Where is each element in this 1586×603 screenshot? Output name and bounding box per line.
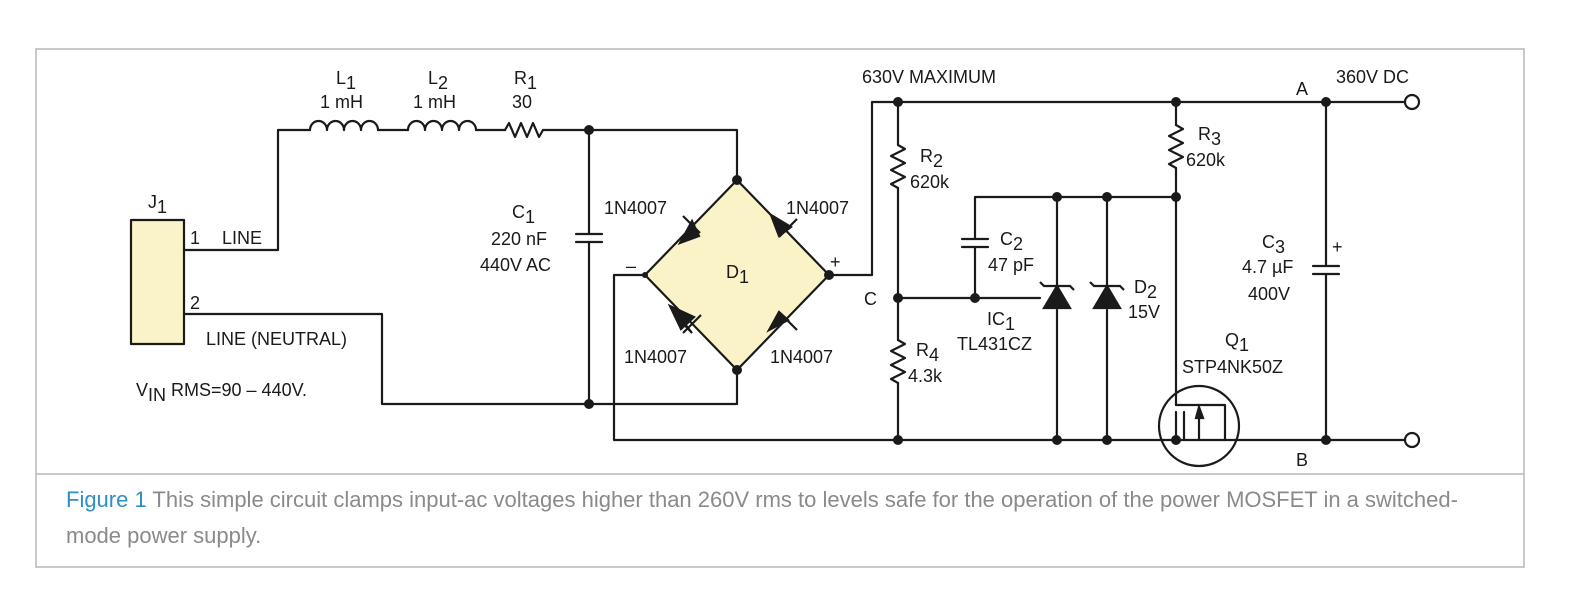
- c1-value: 220 nF: [491, 229, 547, 249]
- wire-bridge-top: [541, 128, 739, 182]
- connector-j1: [129, 218, 186, 346]
- line-neutral-label: LINE (NEUTRAL): [206, 329, 347, 349]
- vin-label: VIN RMS=90 – 440V.: [136, 380, 307, 405]
- wire-bridge-minus: [612, 273, 1414, 442]
- j1-label: J1: [148, 192, 167, 217]
- r1-value: 30: [512, 92, 532, 112]
- pin2-label: 2: [190, 293, 200, 313]
- circuit-schematic: J1 1 2 LINE LINE (NEUTRAL) VIN RMS=90 – …: [129, 67, 1421, 470]
- l1-value: 1 mH: [320, 92, 363, 112]
- ic1-label: IC1: [987, 309, 1015, 334]
- c1-rating: 440V AC: [480, 255, 551, 275]
- r2-value: 620k: [910, 172, 950, 192]
- diode-tr-label: 1N4007: [786, 198, 849, 218]
- l2-value: 1 mH: [413, 92, 456, 112]
- c2-value: 47 pF: [988, 255, 1034, 275]
- l2-label: L2: [428, 68, 448, 93]
- q1-label: Q1: [1225, 330, 1249, 355]
- c3-value: 4.7 µF: [1242, 257, 1293, 277]
- output-voltage-label: 360V DC: [1336, 67, 1409, 87]
- d1-label: D1: [726, 262, 749, 287]
- ic1-part: TL431CZ: [957, 334, 1032, 354]
- diode-br-label: 1N4007: [770, 347, 833, 367]
- wire-line: [182, 128, 312, 252]
- r4-label: R4: [916, 340, 939, 365]
- resistor-r1: [503, 121, 545, 139]
- resistor-r3: [1167, 123, 1185, 170]
- resistor-r2: [889, 143, 907, 190]
- caption-divider: [35, 473, 1525, 475]
- wire-bridge-plus: [827, 100, 1414, 277]
- r4-value: 4.3k: [908, 366, 943, 386]
- bridge-plus-label: +: [830, 252, 841, 272]
- mosfet-arrow-icon: [1194, 403, 1205, 420]
- terminal-b: [1403, 431, 1421, 449]
- r2-label: R2: [920, 146, 943, 171]
- max-voltage-label: 630V MAXIMUM: [862, 67, 996, 87]
- node-a-label: A: [1296, 79, 1308, 99]
- r3-value: 620k: [1186, 150, 1226, 170]
- mosfet-q1-gate: [1174, 403, 1227, 442]
- r3-label: R3: [1198, 124, 1221, 149]
- r1-label: R1: [514, 68, 537, 93]
- q1-part: STP4NK50Z: [1182, 357, 1283, 377]
- line-label: LINE: [222, 228, 262, 248]
- bridge-minus-label: –: [626, 256, 636, 276]
- wire-neutral: [182, 312, 739, 406]
- junction-dots: [584, 97, 1331, 445]
- c2-label: C2: [1000, 229, 1023, 254]
- caption-text: This simple circuit clamps input-ac volt…: [66, 487, 1458, 548]
- figure-caption: Figure 1 This simple circuit clamps inpu…: [66, 482, 1486, 554]
- ic1-tl431-icon: [1042, 283, 1072, 310]
- inductor-l2: [406, 119, 478, 132]
- resistor-r4: [889, 338, 907, 385]
- bridge-diodes: [667, 212, 1205, 440]
- d2-label: D2: [1134, 277, 1157, 302]
- c3-rating: 400V: [1248, 284, 1290, 304]
- c3-plus-label: +: [1332, 237, 1343, 257]
- l1-label: L1: [336, 68, 356, 93]
- inductor-l1: [308, 119, 380, 132]
- terminal-a: [1403, 93, 1421, 111]
- node-c-label: C: [864, 289, 877, 309]
- figure-label: Figure 1: [66, 487, 147, 512]
- d2-value: 15V: [1128, 302, 1160, 322]
- diode-tl-label: 1N4007: [604, 198, 667, 218]
- diode-bl-label: 1N4007: [624, 347, 687, 367]
- c1-label: C1: [512, 202, 535, 227]
- pin1-label: 1: [190, 228, 200, 248]
- mosfet-q1-body: [1157, 384, 1241, 468]
- c3-label: C3: [1262, 232, 1285, 257]
- zener-d2-icon: [1092, 283, 1122, 310]
- node-b-label: B: [1296, 450, 1308, 470]
